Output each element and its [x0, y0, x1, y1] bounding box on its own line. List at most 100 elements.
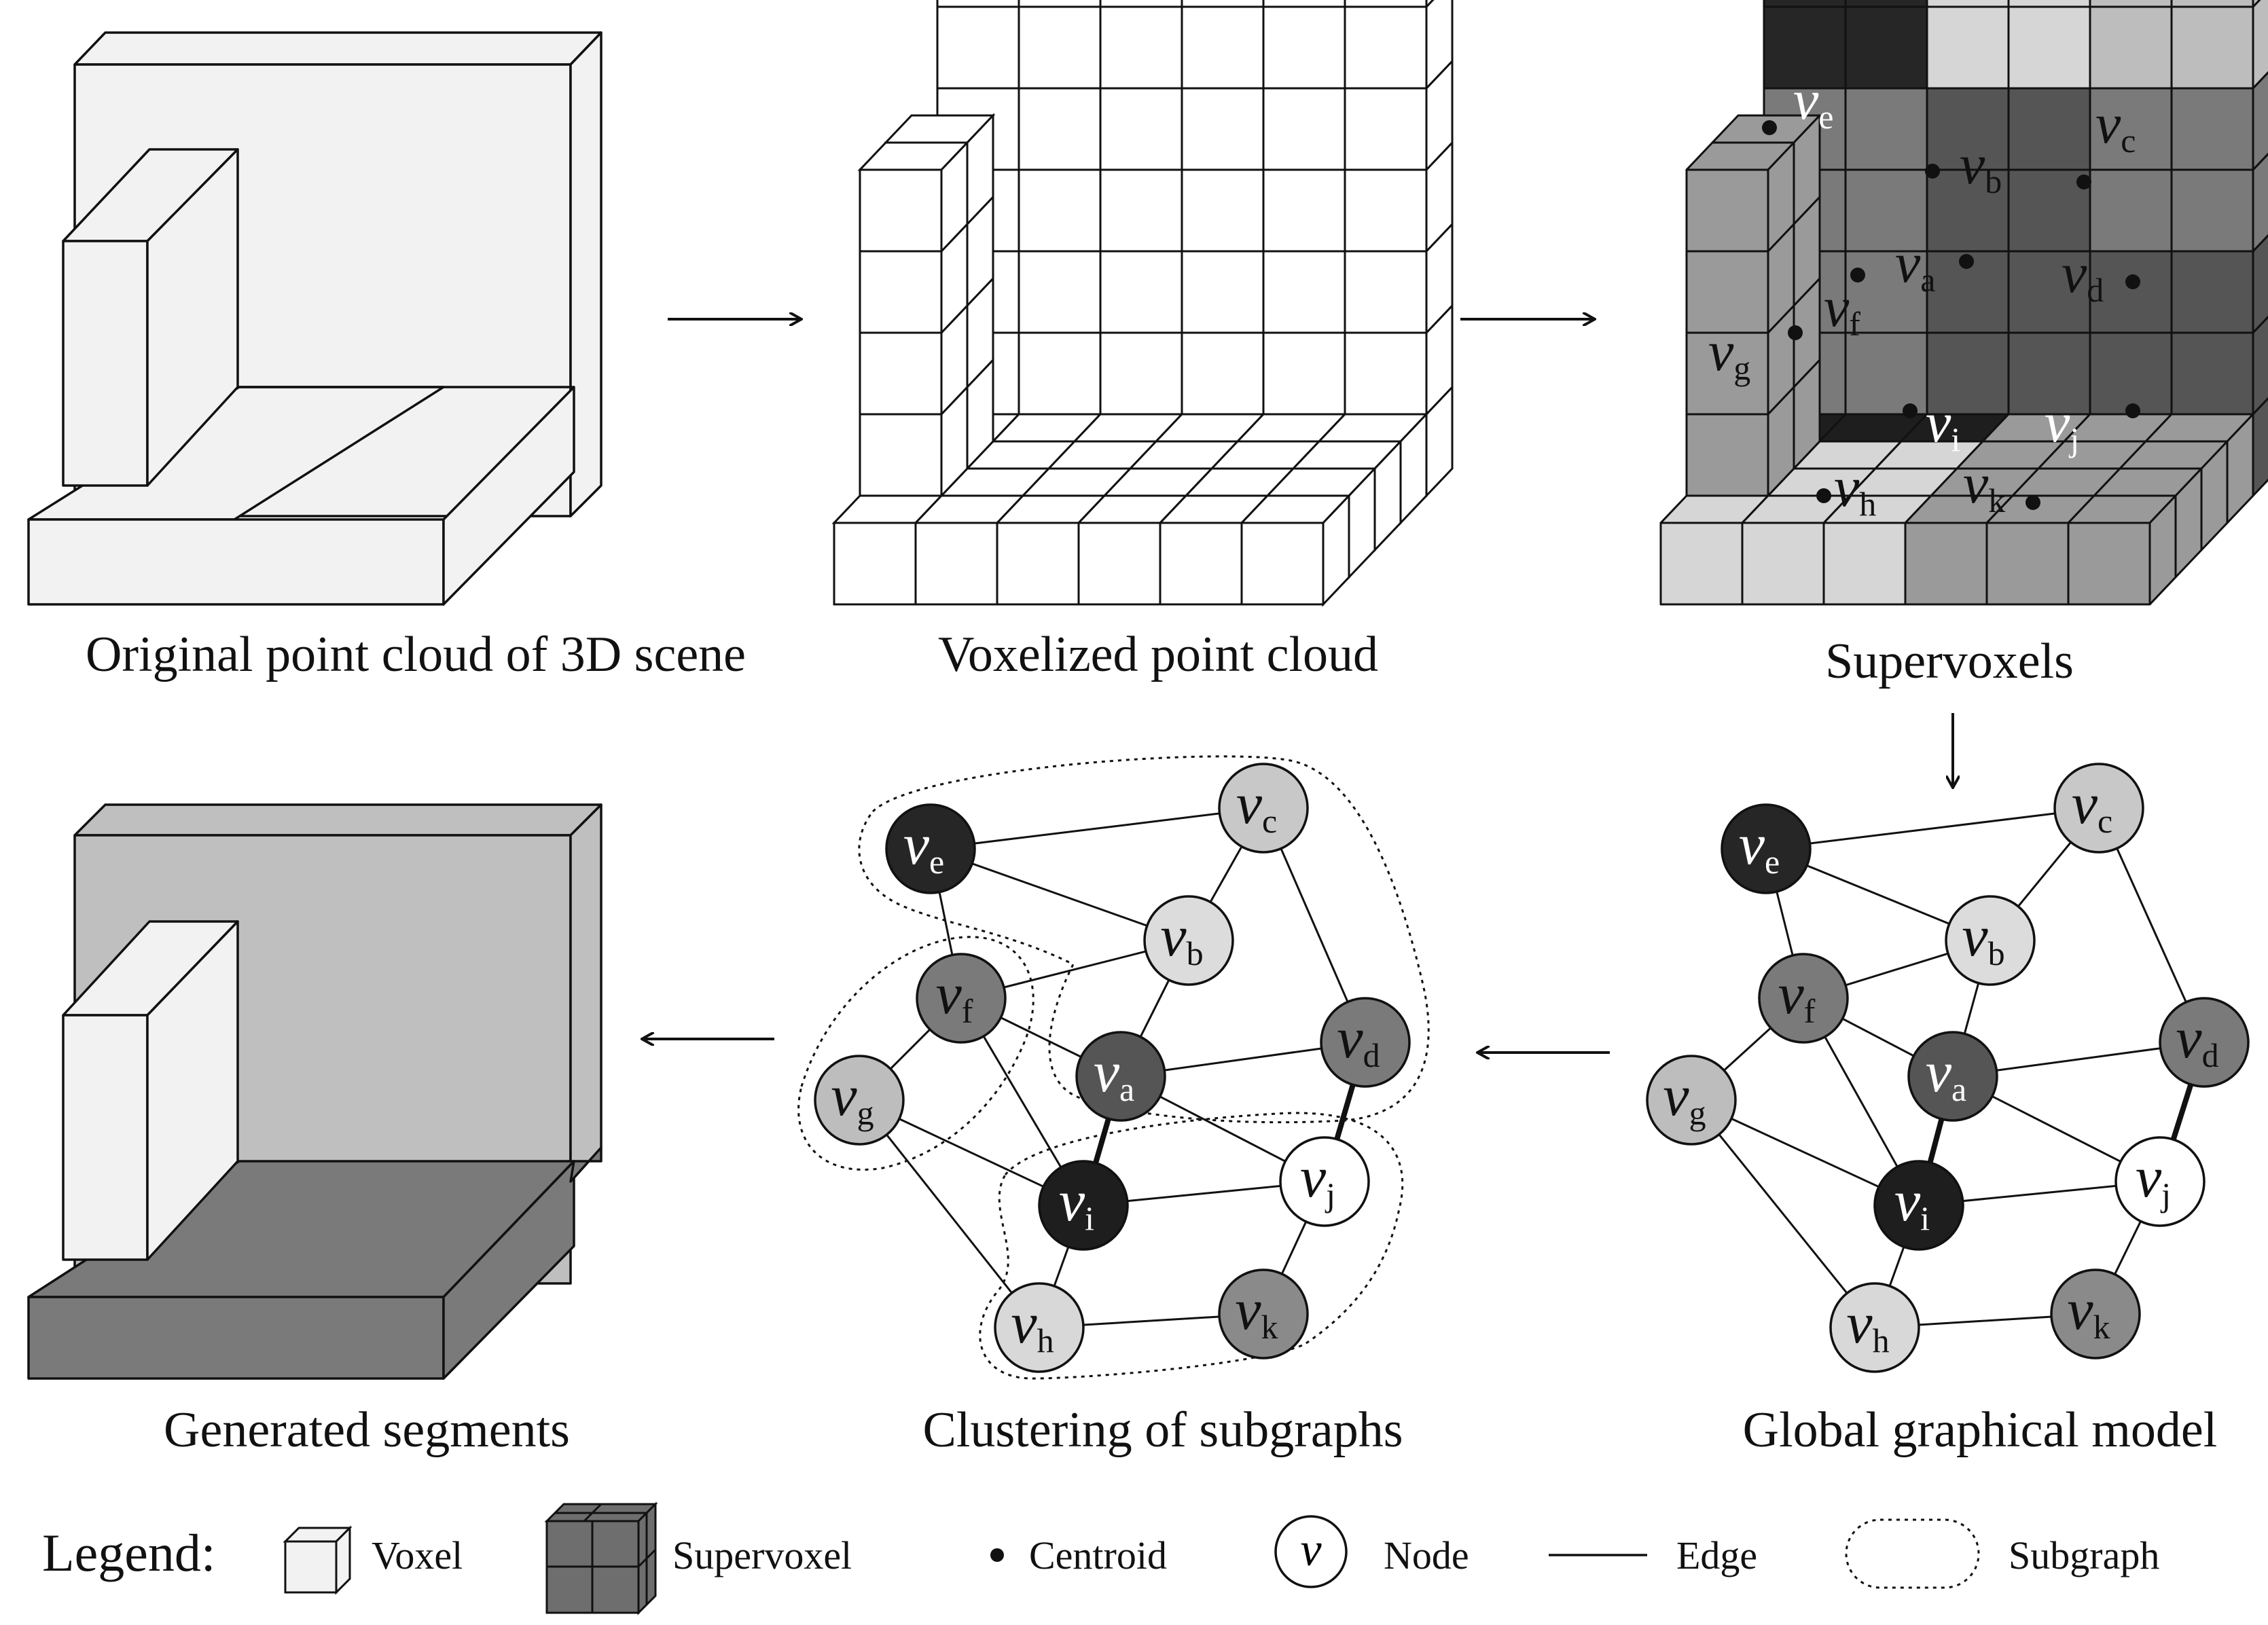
- cluster-node-g: vg: [814, 1055, 905, 1146]
- voxel-cube: [1685, 386, 1795, 497]
- voxel-cube: [1181, 250, 1265, 334]
- wall-top: [73, 31, 602, 66]
- legend-title: Legend:: [42, 1523, 216, 1582]
- caption-clustering: Clustering of subgraphs: [922, 1402, 1403, 1458]
- legend-node-label: Node: [1384, 1533, 1469, 1577]
- voxel-cube: [936, 5, 1020, 90]
- voxel-cube: [859, 384, 969, 498]
- voxel-cube: [1262, 87, 1346, 171]
- voxel-cube: [2007, 0, 2091, 8]
- segment-wall-side: [569, 803, 602, 1183]
- caption-global: Global graphical model: [1743, 1402, 2218, 1458]
- voxel-cube: [1018, 331, 1102, 416]
- global-node-f: vf: [1758, 953, 1849, 1044]
- centroid-dot: [1850, 268, 1865, 282]
- subgraph-outline-lower: [979, 1112, 1404, 1380]
- segment-pillar-side: [146, 920, 239, 1261]
- voxel-cube: [1926, 0, 2010, 8]
- voxel-cube: [1685, 304, 1795, 416]
- svg-text:vb: vb: [1962, 903, 2004, 972]
- subgraph-icon: [1845, 1518, 1980, 1589]
- segment-floor-wall-join: [569, 1146, 602, 1183]
- voxel-cube: [1018, 0, 1102, 8]
- voxel-cube: [1685, 223, 1795, 334]
- voxel-cube: [2089, 331, 2173, 416]
- voxel-cube: [1157, 494, 1270, 606]
- cluster-node-e: ve: [885, 803, 976, 894]
- wall-side: [569, 31, 602, 517]
- voxel-cube: [1985, 494, 2095, 606]
- flow-arrows: [642, 319, 1953, 1053]
- voxel-cube: [1262, 331, 1346, 416]
- pillar-side: [146, 148, 239, 487]
- subgraph-outline-upper: [858, 755, 1430, 1124]
- voxel-cube: [857, 140, 970, 254]
- voxel-cube: [2170, 0, 2261, 8]
- voxel-cube: [1844, 0, 1928, 8]
- voxel-cube: [1344, 0, 1454, 91]
- voxel-cube: [1844, 331, 1928, 416]
- caption-generated: Generated segments: [164, 1402, 570, 1458]
- panel-voxelized: [831, 0, 1454, 607]
- cluster-edge-g-h: [858, 1099, 1041, 1328]
- centroid-dot: [2125, 274, 2140, 289]
- voxel-cube: [1822, 494, 1932, 606]
- voxel-cube: [1262, 168, 1346, 253]
- supervoxel-label-g: vg: [1708, 320, 1750, 387]
- voxel-cube: [1844, 87, 1928, 171]
- svg-text:vk: vk: [2067, 1277, 2110, 1346]
- cluster-node-h: vh: [994, 1282, 1085, 1373]
- voxel-cube: [2089, 168, 2173, 253]
- legend-edge-label: Edge: [1676, 1533, 1757, 1577]
- cluster-edge-e-c: [930, 807, 1264, 850]
- voxel-cube: [1099, 331, 1183, 416]
- global-node-a: va: [1907, 1031, 1998, 1122]
- global-node-h: vh: [1829, 1282, 1920, 1373]
- floor-side: [442, 386, 575, 606]
- voxel-cube: [913, 494, 1026, 606]
- svg-text:vj: vj: [1300, 1144, 1335, 1213]
- voxel-cube: [1099, 250, 1183, 334]
- cluster-edge-e-b: [930, 847, 1189, 942]
- voxel-cube: [1099, 0, 1183, 8]
- voxel-cube: [2067, 494, 2177, 606]
- voxel-cube: [1018, 87, 1102, 171]
- voxel-cube: [1262, 5, 1346, 90]
- segment-pillar-front: [62, 1014, 149, 1261]
- supervoxel-icon: [544, 1501, 658, 1615]
- voxel-cube: [1262, 0, 1346, 8]
- floor-front: [27, 518, 445, 606]
- subgraph-outline-left: [797, 936, 1034, 1171]
- legend-node-symbol: v: [1300, 1524, 1322, 1576]
- global-node-e: ve: [1721, 803, 1812, 894]
- global-node-b: vb: [1945, 895, 2036, 986]
- centroid-dot: [2076, 175, 2091, 189]
- segment-floor-front: [27, 1296, 445, 1380]
- voxel-cube: [2170, 234, 2268, 334]
- supervoxel-label-h: vh: [1834, 456, 1876, 523]
- voxel-cube: [1344, 140, 1454, 254]
- voxel-cube: [2170, 315, 2268, 416]
- centroid-dot: [1959, 254, 1974, 269]
- voxel-cube: [1344, 221, 1454, 335]
- voxel-cube: [1018, 250, 1102, 334]
- global-node-i: vi: [1873, 1160, 1964, 1251]
- centroid-dot: [1903, 403, 1918, 418]
- cluster-node-c: vc: [1218, 763, 1309, 854]
- voxel-cube: [1763, 0, 1847, 8]
- voxel-cube: [2089, 5, 2173, 90]
- legend-supervoxel-label: Supervoxel: [672, 1533, 852, 1577]
- cluster-node-k: vk: [1218, 1268, 1309, 1359]
- voxel-cube: [1181, 87, 1265, 171]
- voxel-cube: [1018, 168, 1102, 253]
- caption-supervoxels: Supervoxels: [1825, 634, 2074, 689]
- voxel-cube: [1099, 87, 1183, 171]
- voxel-cube: [1344, 58, 1454, 172]
- voxel-cube: [859, 303, 969, 417]
- cluster-node-i: vi: [1038, 1160, 1129, 1251]
- global-node-k: vk: [2050, 1268, 2141, 1359]
- legend-centroid-label: Centroid: [1029, 1533, 1167, 1577]
- voxel-cube: [1076, 494, 1189, 606]
- panel-generated-segments: [27, 803, 602, 1380]
- segment-floor-side: [442, 1160, 575, 1380]
